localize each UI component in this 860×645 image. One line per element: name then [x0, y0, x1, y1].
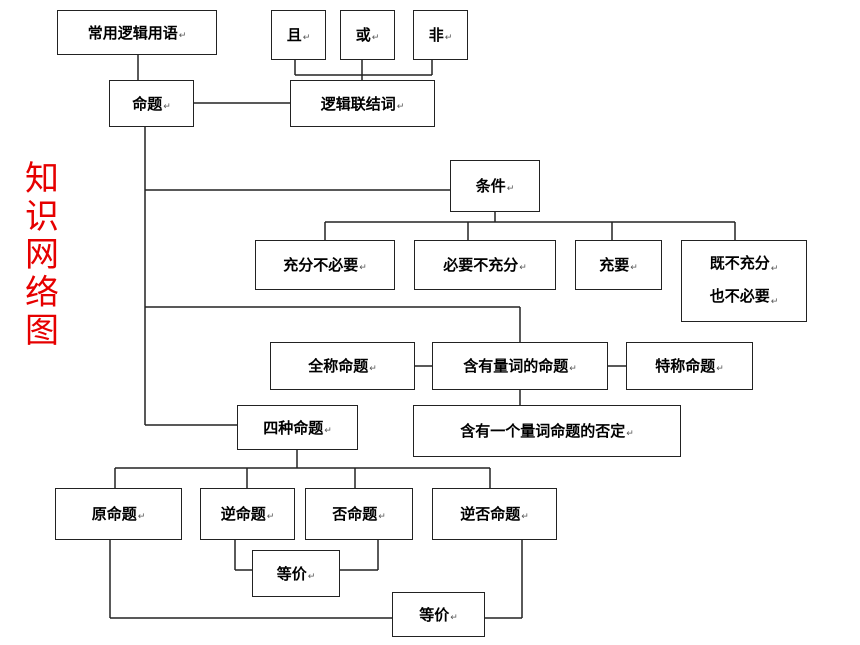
node-equivalent-1: 等价↵	[252, 550, 340, 597]
paragraph-mark-icon: ↵	[626, 429, 634, 439]
paragraph-mark-icon: ↵	[266, 512, 275, 522]
node-existential-proposition: 特称命题↵	[626, 342, 753, 390]
node-label: 充要	[599, 256, 630, 274]
node-line: 既不充分↵	[710, 250, 779, 279]
node-label: 非	[428, 26, 444, 44]
side-title-char: 网	[25, 235, 59, 275]
paragraph-mark-icon: ↵	[178, 30, 187, 41]
node-label: 充分不必要	[283, 256, 359, 274]
paragraph-mark-icon: ↵	[770, 264, 779, 274]
paragraph-mark-icon: ↵	[324, 425, 332, 436]
node-label: 含有一个量词命题的否定	[460, 422, 626, 440]
paragraph-mark-icon: ↵	[630, 263, 638, 273]
node-label: 等价	[419, 605, 450, 624]
node-label: 等价	[276, 564, 307, 583]
node-proposition: 命题↵	[109, 80, 194, 127]
node-condition: 条件↵	[450, 160, 540, 212]
node-label: 四种命题	[263, 418, 324, 437]
node-four-propositions: 四种命题↵	[237, 405, 358, 450]
paragraph-mark-icon: ↵	[450, 612, 458, 623]
paragraph-mark-icon: ↵	[521, 512, 529, 522]
node-qie: 且↵	[271, 10, 326, 60]
node-label: 全称命题	[308, 357, 369, 375]
node-label: 既不充分	[709, 254, 770, 272]
node-label: 逆命题	[220, 505, 266, 523]
node-inverse: 否命题↵	[305, 488, 413, 540]
node-universal-proposition: 全称命题↵	[270, 342, 415, 390]
node-fei: 非↵	[413, 10, 468, 60]
paragraph-mark-icon: ↵	[371, 33, 380, 43]
paragraph-mark-icon: ↵	[302, 33, 311, 43]
node-quantified-proposition: 含有量词的命题↵	[432, 342, 608, 390]
paragraph-mark-icon: ↵	[716, 364, 724, 374]
node-label: 也不必要	[709, 287, 770, 305]
paragraph-mark-icon: ↵	[396, 101, 405, 112]
node-negation-quantified: 含有一个量词命题的否定↵	[413, 405, 681, 457]
paragraph-mark-icon: ↵	[569, 364, 577, 374]
node-label: 常用逻辑用语	[87, 23, 178, 42]
node-neither: 既不充分↵ 也不必要↵	[681, 240, 807, 322]
node-sufficient-not-necessary: 充分不必要↵	[255, 240, 395, 290]
node-label: 逻辑联结词	[320, 94, 396, 113]
node-huo: 或↵	[340, 10, 395, 60]
node-necessary-not-sufficient: 必要不充分↵	[414, 240, 556, 290]
node-label: 原命题	[91, 505, 137, 523]
node-logical-connectives: 逻辑联结词↵	[290, 80, 435, 127]
paragraph-mark-icon: ↵	[369, 364, 377, 374]
paragraph-mark-icon: ↵	[519, 263, 527, 273]
side-title: 知 识 网 络 图	[20, 160, 64, 350]
node-contrapositive: 逆否命题↵	[432, 488, 557, 540]
node-converse: 逆命题↵	[200, 488, 295, 540]
side-title-char: 知	[25, 159, 59, 199]
paragraph-mark-icon: ↵	[137, 512, 146, 522]
side-title-char: 络	[25, 273, 59, 313]
node-label: 且	[286, 26, 302, 44]
side-title-char: 识	[25, 197, 59, 237]
side-title-char: 图	[25, 311, 59, 351]
paragraph-mark-icon: ↵	[444, 33, 453, 43]
node-label: 或	[355, 26, 371, 44]
node-line: 也不必要↵	[710, 283, 779, 312]
node-necessary-and-sufficient: 充要↵	[575, 240, 662, 290]
paragraph-mark-icon: ↵	[770, 297, 779, 307]
node-label: 命题	[132, 94, 163, 113]
paragraph-mark-icon: ↵	[506, 184, 515, 194]
node-label: 逆否命题	[460, 505, 521, 523]
node-label: 否命题	[332, 505, 378, 523]
node-label: 特称命题	[655, 357, 716, 375]
node-label: 含有量词的命题	[463, 357, 569, 375]
paragraph-mark-icon: ↵	[378, 512, 386, 522]
node-label: 必要不充分	[443, 256, 519, 274]
paragraph-mark-icon: ↵	[307, 571, 316, 582]
paragraph-mark-icon: ↵	[163, 101, 171, 112]
node-original: 原命题↵	[55, 488, 182, 540]
node-equivalent-2: 等价↵	[392, 592, 485, 637]
paragraph-mark-icon: ↵	[359, 263, 367, 273]
node-common-terms: 常用逻辑用语↵	[57, 10, 217, 55]
node-label: 条件	[475, 177, 506, 195]
